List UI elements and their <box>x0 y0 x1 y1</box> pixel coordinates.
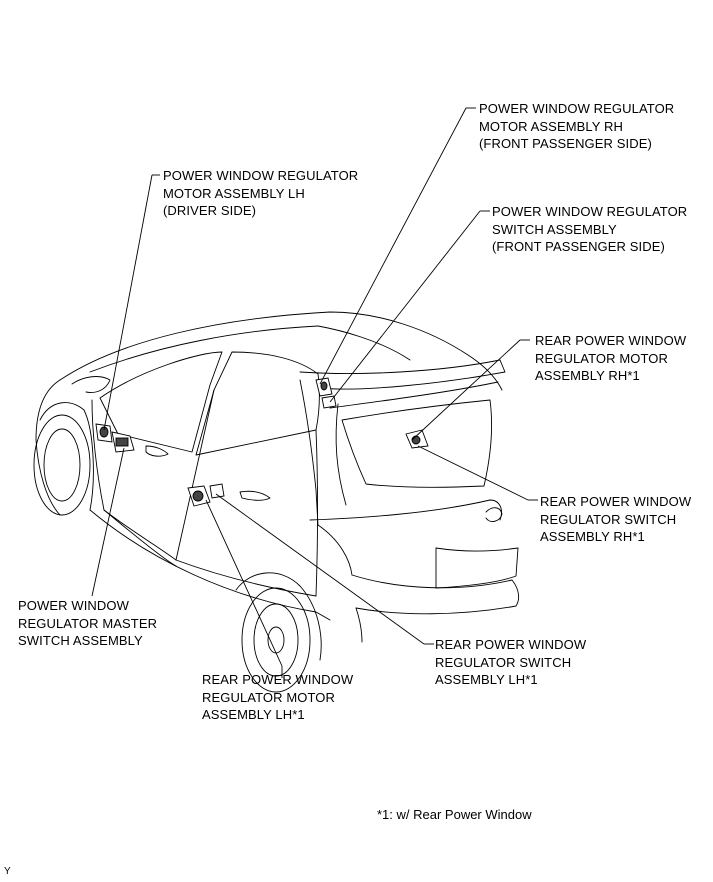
label-line: MOTOR ASSEMBLY RH <box>479 118 624 134</box>
figure-code: Y <box>4 866 11 877</box>
part-master-switch <box>111 431 135 453</box>
label-line: REAR POWER WINDOW <box>535 333 687 348</box>
part-motor-lh <box>95 423 113 443</box>
part-switch-front-passenger <box>321 395 337 409</box>
label-line: ASSEMBLY RH*1 <box>540 529 645 544</box>
label-line: ASSEMBLY LH*1 <box>202 707 305 722</box>
label-line: REAR POWER WINDOW <box>435 637 587 652</box>
label-line: POWER WINDOW REGULATOR <box>163 168 359 183</box>
label-line: ASSEMBLY RH*1 <box>535 368 640 383</box>
label-line: POWER WINDOW <box>18 598 129 613</box>
part-rear-switch-lh <box>209 483 225 499</box>
label-line: SWITCH ASSEMBLY <box>492 221 617 237</box>
leader-rear-switch-rh <box>417 445 529 501</box>
label-line: REGULATOR SWITCH <box>540 511 677 527</box>
leader-rear-motor-lh <box>205 499 283 667</box>
label-line: (FRONT PASSENGER SIDE) <box>492 239 665 254</box>
label-line: ASSEMBLY LH*1 <box>435 672 538 687</box>
label-line: MOTOR ASSEMBLY LH <box>163 185 305 201</box>
leader-rear-motor-rh <box>411 339 521 441</box>
leader-switch-fp <box>329 210 481 403</box>
label-rear-switch-rh: REAR POWER WINDOW REGULATOR SWITCH ASSEM… <box>540 493 691 546</box>
label-switch-front-passenger: POWER WINDOW REGULATOR SWITCH ASSEMBLY (… <box>492 203 687 256</box>
label-line: (DRIVER SIDE) <box>163 203 257 218</box>
leader-lines <box>91 107 538 678</box>
label-rear-motor-lh: REAR POWER WINDOW REGULATOR MOTOR ASSEMB… <box>202 671 353 724</box>
label-line: REAR POWER WINDOW <box>540 494 692 509</box>
car-outline <box>33 311 520 693</box>
part-rear-motor-lh <box>187 485 211 507</box>
leader-motor-rh <box>319 107 467 385</box>
label-rear-motor-rh: REAR POWER WINDOW REGULATOR MOTOR ASSEMB… <box>535 332 686 385</box>
label-line: SWITCH ASSEMBLY <box>18 633 143 648</box>
leader-rear-switch-lh <box>215 493 425 645</box>
label-master-switch: POWER WINDOW REGULATOR MASTER SWITCH ASS… <box>18 597 157 650</box>
label-line: POWER WINDOW REGULATOR <box>492 204 688 219</box>
part-rear-motor-rh <box>405 429 429 449</box>
label-motor-lh: POWER WINDOW REGULATOR MOTOR ASSEMBLY LH… <box>163 167 358 220</box>
part-motor-rh <box>315 377 333 397</box>
label-rear-switch-lh: REAR POWER WINDOW REGULATOR SWITCH ASSEM… <box>435 636 586 689</box>
label-line: (FRONT PASSENGER SIDE) <box>479 136 652 151</box>
label-line: POWER WINDOW REGULATOR <box>479 101 675 116</box>
label-line: REGULATOR MOTOR <box>202 689 335 705</box>
leader-motor-lh <box>103 174 153 431</box>
label-motor-rh: POWER WINDOW REGULATOR MOTOR ASSEMBLY RH… <box>479 100 674 153</box>
footnote: *1: w/ Rear Power Window <box>377 807 532 822</box>
label-line: REGULATOR SWITCH <box>435 654 572 670</box>
label-line: REGULATOR MASTER <box>18 615 158 631</box>
leader-master-switch <box>91 447 125 597</box>
label-line: REGULATOR MOTOR <box>535 350 668 366</box>
label-line: REAR POWER WINDOW <box>202 672 354 687</box>
